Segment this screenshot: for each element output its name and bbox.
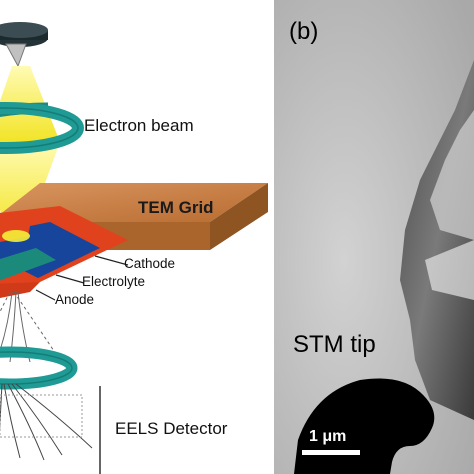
- battery-stack: [0, 206, 128, 298]
- scale-bar: [302, 450, 360, 455]
- panel-b-tem-image: [268, 0, 474, 474]
- eels-detector-label: EELS Detector: [115, 419, 228, 438]
- panel-b-letter: (b): [289, 18, 319, 45]
- lens-ring-lower: [0, 346, 78, 390]
- cathode-label: Cathode: [124, 256, 176, 271]
- stm-tip-label: STM tip: [293, 331, 376, 358]
- electron-gun: [0, 22, 48, 68]
- leader-lines: [35, 255, 129, 301]
- anode-layer: [0, 248, 56, 281]
- eels-detector-lines: [0, 383, 101, 474]
- panel-a-schematic: [0, 22, 268, 474]
- tem-grid-label: TEM Grid: [138, 198, 214, 217]
- anode-label: Anode: [55, 292, 95, 307]
- scale-bar-label: 1 μm: [309, 428, 347, 445]
- electrolyte-label: Electrolyte: [82, 274, 146, 289]
- electron-beam-label: Electron beam: [84, 116, 194, 135]
